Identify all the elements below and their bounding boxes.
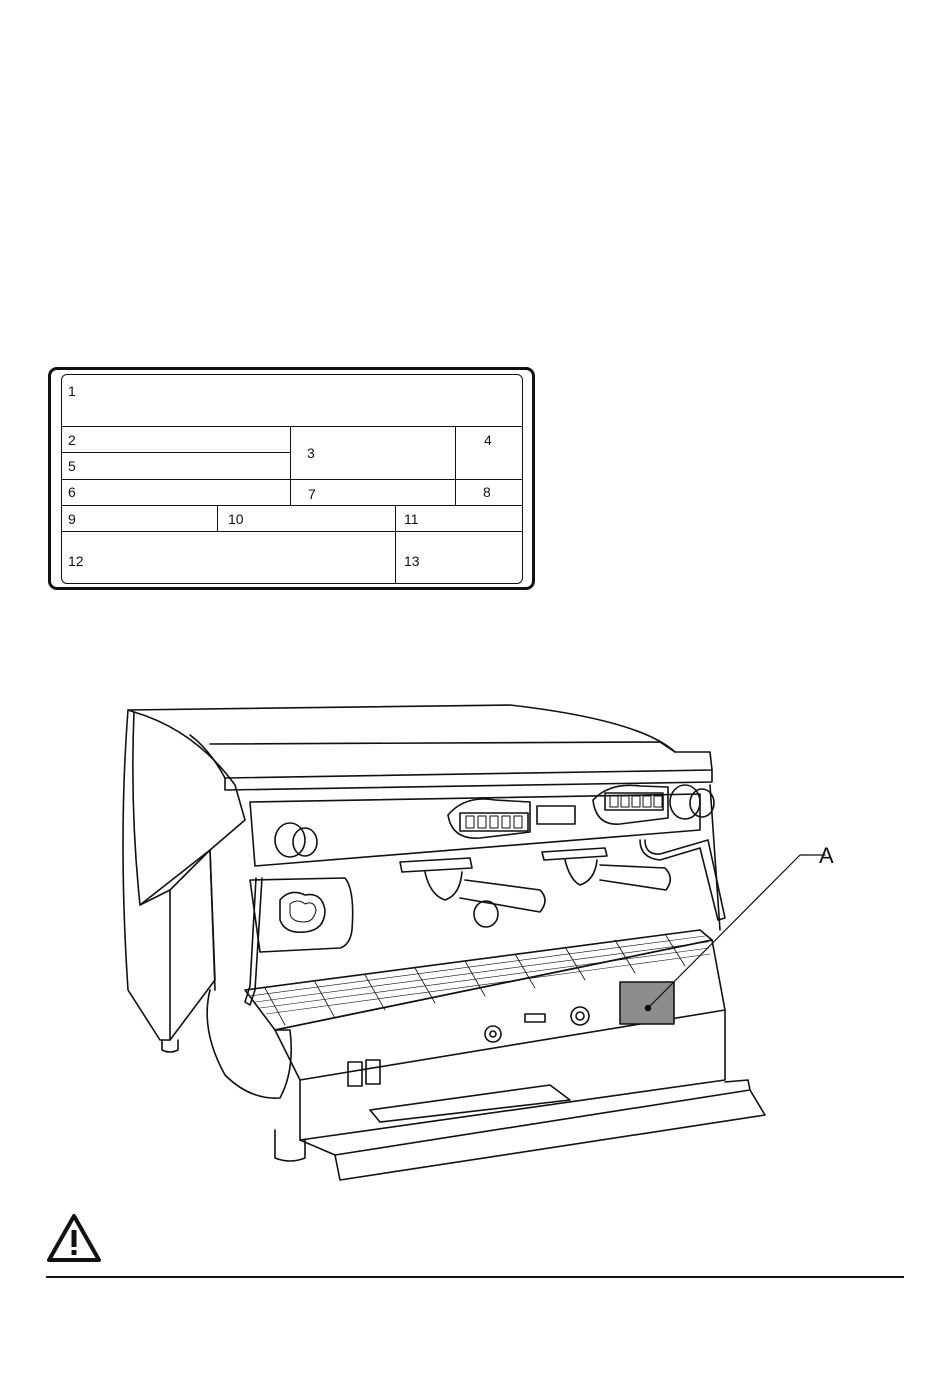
plate-field-7: 7 [308, 487, 316, 501]
plate-field-1: 1 [68, 384, 76, 398]
plate-field-12: 12 [68, 554, 84, 568]
plate-divider [290, 426, 291, 505]
plate-divider [61, 452, 290, 453]
plate-field-6: 6 [68, 485, 76, 499]
plate-divider [61, 479, 523, 480]
plate-field-11: 11 [404, 512, 419, 526]
espresso-machine-illustration [100, 690, 860, 1200]
plate-field-2: 2 [68, 433, 76, 447]
plate-divider [455, 426, 456, 505]
plate-divider [61, 426, 523, 427]
plate-field-4: 4 [484, 433, 492, 447]
plate-field-13: 13 [404, 554, 420, 568]
plate-field-10: 10 [228, 512, 244, 526]
plate-divider [61, 505, 523, 506]
plate-field-8: 8 [483, 485, 491, 499]
plate-divider [217, 505, 218, 531]
plate-field-5: 5 [68, 459, 76, 473]
warning-triangle-icon [46, 1213, 102, 1263]
plate-field-9: 9 [68, 512, 76, 526]
plate-divider [395, 505, 396, 584]
callout-label-a: A [819, 845, 834, 867]
horizontal-rule [46, 1276, 904, 1278]
plate-divider [61, 531, 523, 532]
plate-field-3: 3 [307, 446, 315, 460]
